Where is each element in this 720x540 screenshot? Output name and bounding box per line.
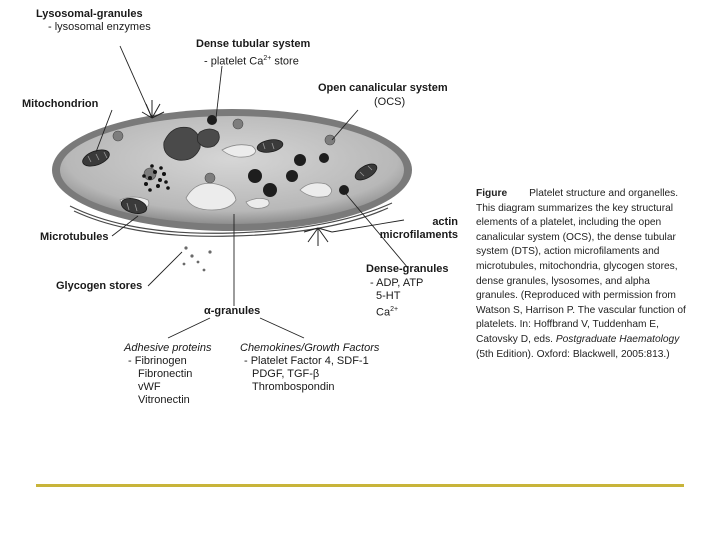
label-adhesive-proteins: Adhesive proteins [124,342,212,354]
microtubule-band [69,202,393,237]
actin-tuft [303,227,333,246]
platelet-cytoplasm [60,116,404,224]
caption-book: Postgraduate Haematology [555,333,680,345]
label-open-canalicular-system: Open canalicular system [318,82,448,94]
label-platelet-ca-store: - platelet Ca2+ store [204,55,299,68]
label-dense-5ht: 5-HT [376,290,401,302]
label-dense-tubular-system: Dense tubular system [196,38,311,50]
label-alpha-granules: α-granules [204,305,261,317]
label-fibrinogen: - Fibrinogen [128,355,187,367]
label-microfilaments: microfilaments [379,229,458,241]
label-dense-adp-atp: - ADP, ATP [370,277,424,289]
caption-figure-word: Figure [476,188,508,199]
dense-granules [207,115,349,197]
label-mitochondrion: Mitochondrion [22,98,99,110]
label-thrombospondin: Thrombospondin [252,381,335,393]
glycogen-cluster [142,164,170,192]
label-ocs: (OCS) [374,96,406,108]
label-glycogen-stores: Glycogen stores [56,280,143,292]
label-dense-ca: Ca2+ [376,306,399,319]
label-microtubules: Microtubules [40,231,109,243]
mitochondria-cristae [87,142,373,212]
leader-lines [95,45,409,339]
label-actin: actin [432,216,458,228]
label-fibronectin: Fibronectin [138,368,193,380]
label-dense-granules: Dense-granules [366,263,449,275]
label-pf4: - Platelet Factor 4, SDF-1 [244,355,369,367]
released-particles [182,246,212,272]
caption-tail: (5th Edition). Oxford: Blackwell, 2005:8… [476,348,670,360]
label-pdgf: PDGF, TGF-β [252,368,320,380]
label-vitronectin: Vitronectin [138,394,190,406]
label-lysosomal-enzymes: - lysosomal enzymes [48,21,151,33]
lysosomal-granules [163,126,220,161]
label-chemokines: Chemokines/Growth Factors [240,342,380,354]
caption-text: Platelet structure and organelles. This … [476,188,686,345]
label-lysosomal-granules: Lysosomal-granules [36,8,143,20]
mitochondria [82,139,378,214]
label-vwf: vWF [138,381,161,393]
bottom-rule [36,484,684,487]
alpha-granules-shapes [112,118,336,184]
